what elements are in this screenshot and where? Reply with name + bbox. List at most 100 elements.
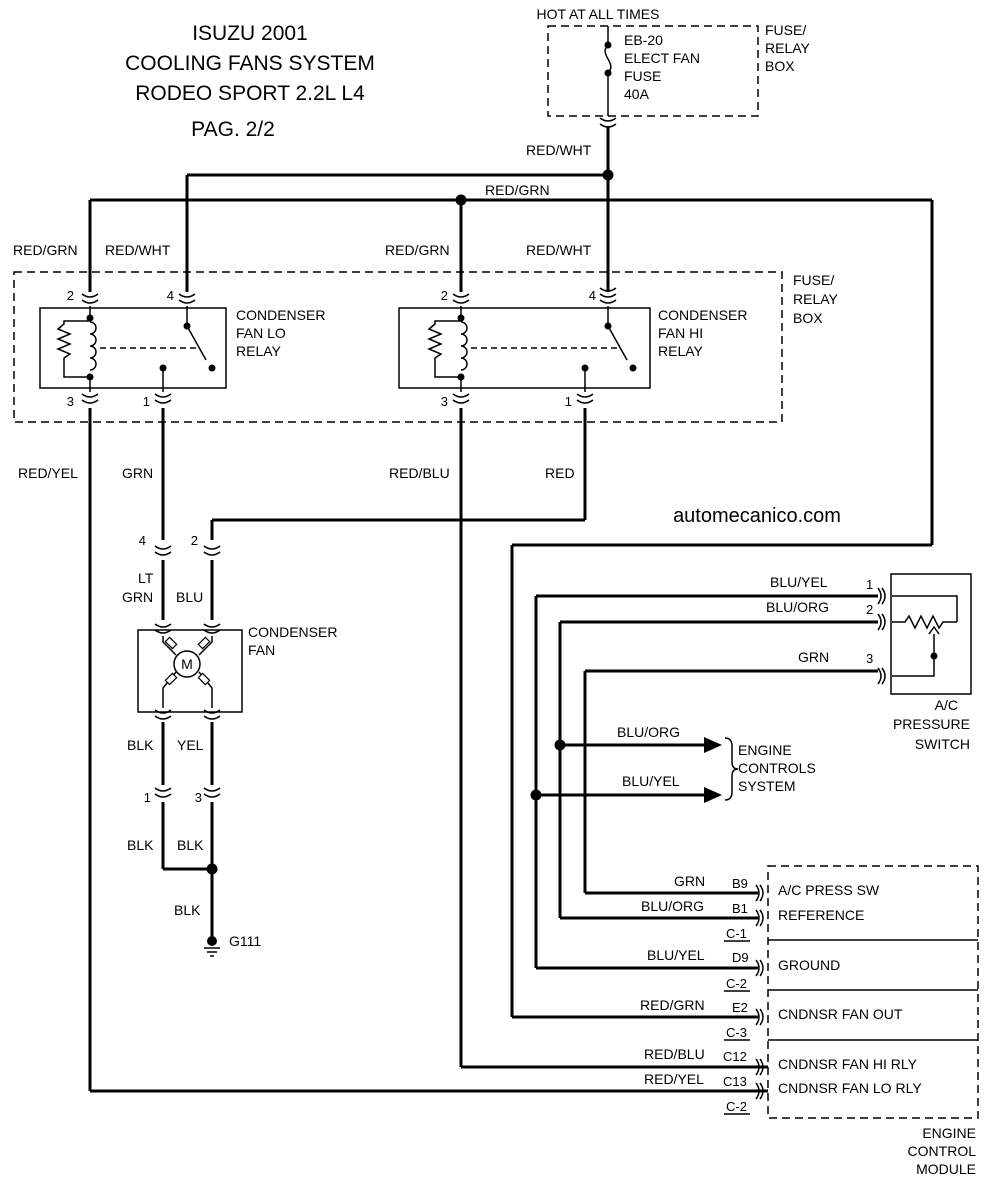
- hi-relay-label-1: CONDENSER: [658, 307, 747, 323]
- ecm-row-b1: BLU/ORG B1 REFERENCE: [641, 898, 864, 927]
- ecm-connector-c2-b: C-2: [726, 1099, 747, 1114]
- lo-relay-label-1: CONDENSER: [236, 307, 325, 323]
- hi-relay-switch: [607, 325, 628, 361]
- hi-pin-1: 1: [565, 394, 572, 409]
- title-line-2: COOLING FANS SYSTEM: [125, 52, 375, 75]
- lo-relay-label-3: RELAY: [236, 343, 282, 359]
- relay-box-label-1: FUSE/: [793, 272, 834, 288]
- fuse-symbol: [604, 44, 612, 74]
- relay-box-outline: [13, 271, 783, 423]
- hi-relay-label-3: RELAY: [658, 343, 704, 359]
- wire-label-fan-out-left: BLK: [127, 737, 154, 753]
- ground-pin-1: 1: [144, 790, 151, 805]
- wire-label-lo-pin1: GRN: [122, 465, 153, 481]
- lo-relay-resistor: [56, 320, 90, 378]
- lo-pin1-connector: [154, 393, 172, 404]
- hot-at-all-times-label: HOT AT ALL TIMES: [537, 6, 660, 22]
- hi-pin4-connector: [599, 293, 617, 304]
- hi-pin-4: 4: [589, 288, 596, 303]
- condenser-fan-hi-relay: 2 4 3 1 CONDENSER FAN HI RELAY: [398, 288, 747, 409]
- wire-label-ground-right: BLK: [177, 837, 204, 853]
- wire-label-hi-pin2: RED/GRN: [385, 242, 450, 258]
- ecm-row-c13: RED/YEL C13 CNDNSR FAN LO RLY: [644, 1071, 922, 1100]
- fan-pin-2: 2: [191, 533, 198, 548]
- wire-label-hi-pin3: RED/BLU: [389, 465, 450, 481]
- lo-pin-3: 3: [67, 394, 74, 409]
- ecm-outline: [767, 865, 979, 1119]
- top-fuse-box: HOT AT ALL TIMES EB-20 ELECT FAN FUSE 40…: [537, 6, 811, 128]
- ecs-label-3: SYSTEM: [738, 778, 796, 794]
- switch-label-2: PRESSURE: [893, 716, 970, 732]
- ecs-arrow-org: [704, 737, 722, 753]
- ecm-label-1: ENGINE: [922, 1125, 976, 1141]
- fan-pin-4: 4: [139, 533, 146, 548]
- relay-box-label-3: BOX: [793, 310, 823, 326]
- lo-pin-1: 1: [143, 394, 150, 409]
- condenser-fan: 4 2 LT GRN BLU M CONDENSER FAN BLK YEL 1…: [122, 533, 337, 957]
- lo-relay-coil: [89, 321, 97, 371]
- ground-name: G111: [229, 933, 261, 949]
- hi-pin-3: 3: [441, 394, 448, 409]
- wire-label-fan-in-right: BLU: [176, 589, 203, 605]
- ecm-label-cndnsr-fan-hi-rly: CNDNSR FAN HI RLY: [778, 1056, 918, 1072]
- hi-pin3-connector: [452, 393, 470, 404]
- fan-motor-symbol: M: [181, 656, 193, 672]
- wire-label-ecm-d9: BLU/YEL: [647, 947, 705, 963]
- wire-label-red-grn-bus: RED/GRN: [485, 182, 550, 198]
- wire-label-fan-out-right: YEL: [177, 737, 204, 753]
- ecm-connector-c2-a: C-2: [726, 976, 747, 991]
- diagram-title: ISUZU 2001 COOLING FANS SYSTEM RODEO SPO…: [125, 22, 375, 141]
- top-box-label-2: RELAY: [765, 40, 811, 56]
- fan-housing: [137, 629, 243, 713]
- wire-label-sw3: GRN: [798, 649, 829, 665]
- ecs-arrow-yel: [704, 787, 722, 803]
- ground-pin-3: 3: [195, 790, 202, 805]
- switch-pin-3: 3: [866, 651, 873, 666]
- ecm-label-cndnsr-fan-out: CNDNSR FAN OUT: [778, 1006, 903, 1022]
- lo-pin2-connector: [81, 293, 99, 304]
- wire-label-lo-pin2: RED/GRN: [13, 242, 78, 258]
- lo-relay-label-2: FAN LO: [236, 325, 286, 341]
- fan-label-2: FAN: [248, 642, 275, 658]
- hi-relay-label-2: FAN HI: [658, 325, 703, 341]
- ecm-row-c12: RED/BLU C12 CNDNSR FAN HI RLY: [644, 1046, 918, 1076]
- wire-label-hi-pin4: RED/WHT: [526, 242, 592, 258]
- watermark: automecanico.com: [673, 505, 841, 527]
- hi-pin1-connector: [576, 393, 594, 404]
- wire-label-ecm-e2: RED/GRN: [640, 997, 705, 1013]
- relay-box-label-2: RELAY: [793, 291, 839, 307]
- ecm-connector-c1: C-1: [726, 926, 747, 941]
- ecs-label-1: ENGINE: [738, 742, 792, 758]
- fuse-rating: 40A: [624, 86, 650, 102]
- ecm-connector-c3: C-3: [726, 1025, 747, 1040]
- wire-label-ecm-c13: RED/YEL: [644, 1071, 704, 1087]
- wire-label-ecs-org: BLU/ORG: [617, 724, 680, 740]
- ecm-pin-b9: B9: [732, 876, 748, 891]
- relay-fuse-box: FUSE/ RELAY BOX 2 4 3 1: [13, 271, 839, 423]
- ecs-label-2: CONTROLS: [738, 760, 816, 776]
- wire-label-ground-main: BLK: [174, 902, 201, 918]
- lo-pin-2: 2: [67, 288, 74, 303]
- wire-label-red-wht-feed: RED/WHT: [526, 142, 592, 158]
- ecm-row-b9: GRN B9 A/C PRESS SW: [674, 873, 880, 902]
- wire-label-ecm-b1: BLU/ORG: [641, 898, 704, 914]
- ecm-label-cndnsr-fan-lo-rly: CNDNSR FAN LO RLY: [778, 1080, 922, 1096]
- hi-pin-2: 2: [441, 288, 448, 303]
- wire-label-sw1: BLU/YEL: [770, 574, 828, 590]
- wire-label-ecm-b9: GRN: [674, 873, 705, 889]
- ecm-pin-e2: E2: [732, 1000, 748, 1015]
- title-line-1: ISUZU 2001: [192, 22, 308, 45]
- ecm-label-ac-press-sw: A/C PRESS SW: [778, 882, 880, 898]
- fuse-id: EB-20: [624, 32, 663, 48]
- ecm-pin-d9: D9: [732, 950, 749, 965]
- ecm-pin-c12: C12: [723, 1049, 747, 1064]
- lo-pin-4: 4: [167, 288, 174, 303]
- wire-label-ecs-yel: BLU/YEL: [622, 773, 680, 789]
- wire-label-hi-pin1: RED: [545, 465, 575, 481]
- wire-label-fan-in-left-2: GRN: [122, 589, 153, 605]
- ecs-brace: [724, 737, 739, 801]
- wire-label-sw2: BLU/ORG: [766, 599, 829, 615]
- wire-label-lo-pin3: RED/YEL: [18, 465, 78, 481]
- lo-relay-switch: [186, 325, 207, 361]
